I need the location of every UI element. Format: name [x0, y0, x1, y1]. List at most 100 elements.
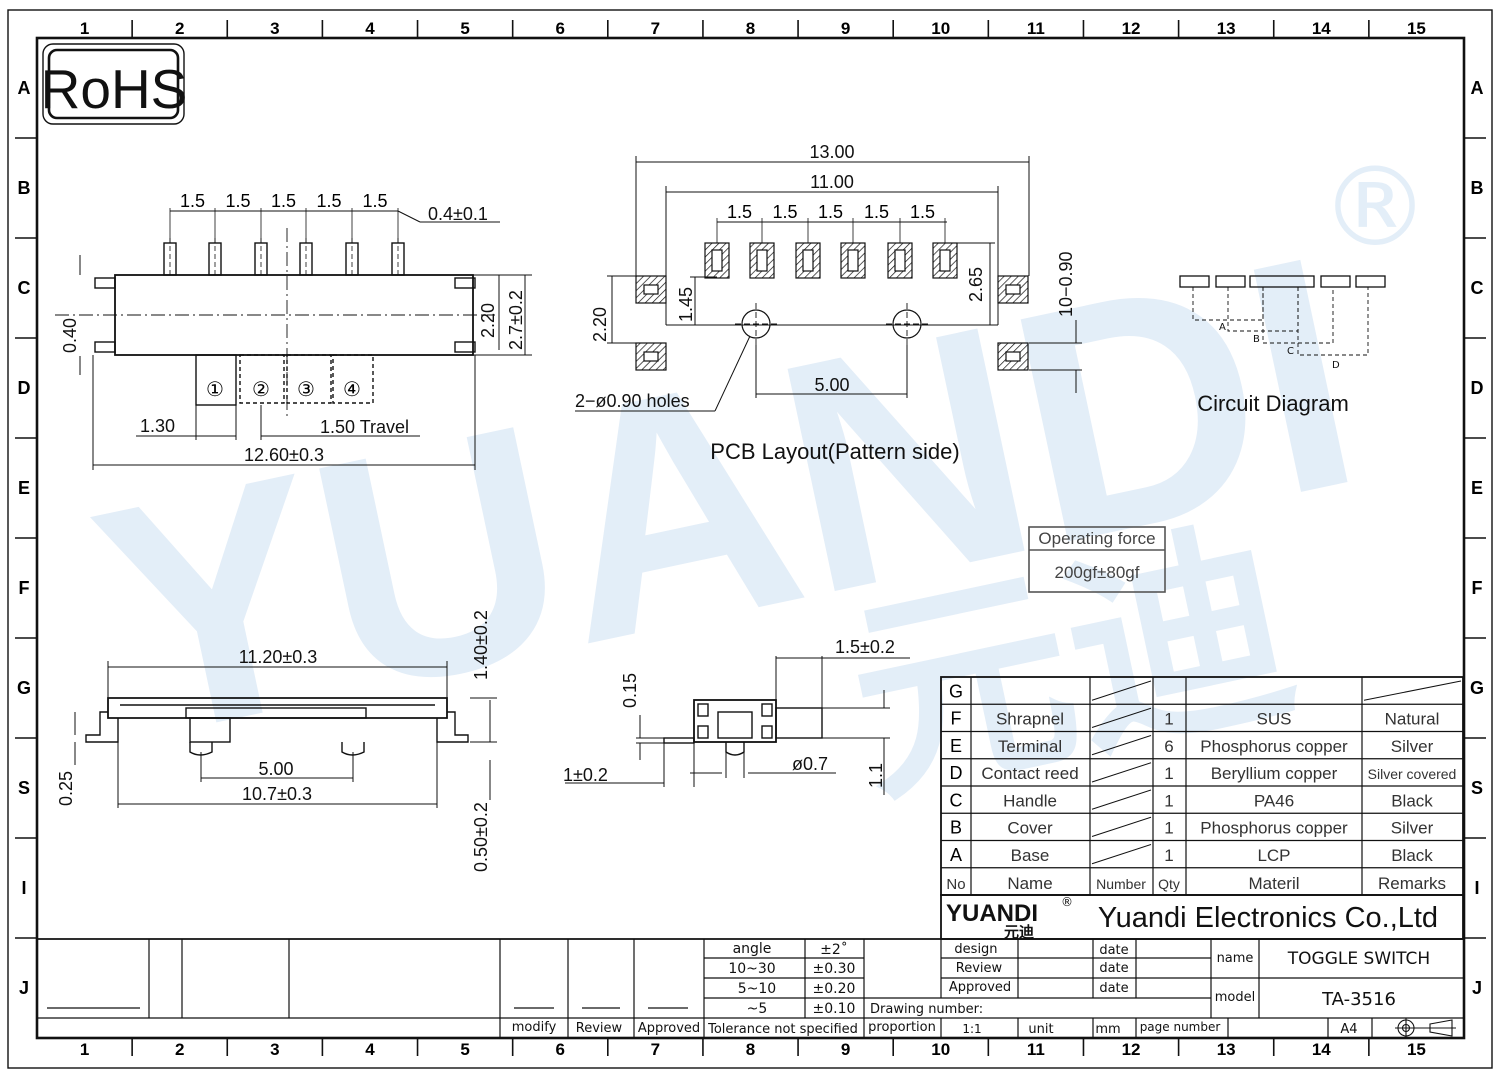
- tb-drawing-number: Drawing number:: [870, 1002, 983, 1017]
- grid-col-bottom: 5: [460, 1040, 469, 1059]
- grid-row-right: F: [1472, 578, 1483, 598]
- bom-number-slash: [1091, 735, 1152, 756]
- grid-row-left: F: [19, 578, 30, 598]
- grid-row-left: G: [17, 678, 31, 698]
- tb-angle-tol: ±2˚: [820, 941, 848, 958]
- pcb-w-inner: 11.00: [810, 172, 854, 192]
- position-marker: ③: [297, 377, 315, 401]
- circuit-letter-a: A: [1219, 322, 1226, 333]
- tb-date-2: date: [1099, 961, 1128, 976]
- projection-symbol: [1395, 1018, 1456, 1038]
- grid-labels: 1122334455667788991010111112121313141415…: [17, 19, 1484, 1059]
- bom-material: SUS: [1257, 710, 1292, 729]
- tb-proportion: proportion: [868, 1020, 936, 1035]
- grid-row-left: A: [18, 78, 31, 98]
- tb-review2: Review: [956, 961, 1003, 976]
- grid-col-top: 14: [1312, 19, 1331, 38]
- grid-row-right: B: [1471, 178, 1484, 198]
- grid-row-left: D: [18, 378, 31, 398]
- tb-r2-tol: ±0.20: [813, 981, 856, 997]
- tb-model-val: TA-3516: [1321, 989, 1396, 1010]
- bom-no: G: [949, 681, 963, 701]
- grid-col-bottom: 2: [175, 1040, 184, 1059]
- bom-header: Remarks: [1378, 874, 1446, 893]
- grid-col-top: 10: [931, 19, 950, 38]
- grid-row-left: B: [18, 178, 31, 198]
- bom-header: Materil: [1248, 874, 1299, 893]
- watermark-reg: ®: [1320, 143, 1430, 271]
- bom-material: Beryllium copper: [1211, 764, 1338, 783]
- bom-remark: Silver: [1391, 819, 1434, 838]
- bom-material: LCP: [1257, 846, 1290, 865]
- grid-col-top: 4: [365, 19, 375, 38]
- sv-t: 0.25: [56, 771, 76, 806]
- tb-name-val: TOGGLE SWITCH: [1287, 949, 1430, 969]
- pcb-layout: [575, 156, 1082, 412]
- bom-number-slash: [1091, 844, 1152, 865]
- bom-table-lines: [940, 676, 1464, 896]
- grid-row-right: A: [1471, 78, 1484, 98]
- tb-angle: angle: [733, 941, 772, 957]
- bom-header: No: [946, 876, 965, 893]
- grid-col-bottom: 15: [1407, 1040, 1426, 1059]
- grid-col-top: 7: [651, 19, 660, 38]
- ev-dia: ø0.7: [792, 754, 828, 774]
- tb-approved2: Approved: [949, 980, 1011, 995]
- pcb-pad-hole: [939, 249, 951, 272]
- bom-no: B: [950, 818, 962, 838]
- bom-no: D: [950, 763, 963, 783]
- bom-remark: Silver: [1391, 737, 1434, 756]
- tv-h2: 2.7±0.2: [506, 290, 526, 350]
- grid-row-right: J: [1472, 978, 1482, 998]
- pcb-h-left2: 1.45: [676, 287, 696, 322]
- rohs-mark: RoHS: [41, 43, 188, 125]
- title-block-lines: [37, 938, 1464, 1038]
- grid-row-right: G: [1470, 678, 1484, 698]
- grid-col-bottom: 14: [1312, 1040, 1331, 1059]
- sv-h1: 1.40±0.2: [471, 610, 491, 680]
- grid-row-right: E: [1471, 478, 1483, 498]
- tv-height-left: 0.40: [60, 318, 80, 353]
- tb-date-1: date: [1099, 943, 1128, 958]
- position-marker: ④: [343, 377, 361, 401]
- grid-row-right: S: [1471, 778, 1483, 798]
- bom-remark: Black: [1391, 791, 1433, 810]
- pitch-label: 1.5: [362, 191, 387, 211]
- grid-row-left: J: [19, 978, 29, 998]
- bom-name: Contact reed: [981, 764, 1078, 783]
- circuit-diagram: [1179, 275, 1386, 356]
- pcb-pitch-label: 1.5: [727, 202, 752, 222]
- bom-remark: Black: [1391, 846, 1433, 865]
- grid-row-left: I: [21, 878, 26, 898]
- grid-col-bottom: 9: [841, 1040, 850, 1059]
- bom-qty: 1: [1164, 791, 1173, 810]
- operating-force-box: [1028, 526, 1166, 593]
- grid-col-top: 15: [1407, 19, 1426, 38]
- bom-header: Number: [1096, 876, 1146, 892]
- bom-no: A: [950, 845, 962, 865]
- rohs-text: RoHS: [41, 58, 188, 120]
- force-label: Operating force: [1038, 529, 1155, 548]
- tb-unit: unit: [1028, 1022, 1053, 1037]
- bom-no: E: [950, 736, 962, 756]
- tb-tol-note: Tolerance not specified: [707, 1022, 858, 1037]
- bom-name: Cover: [1007, 819, 1053, 838]
- pcb-h-far: 10−0.90: [1056, 251, 1076, 317]
- grid-col-bottom: 11: [1027, 1040, 1045, 1059]
- tb-name-label: name: [1217, 951, 1254, 966]
- ev-t: 0.15: [620, 673, 640, 708]
- grid-col-bottom: 3: [270, 1040, 279, 1059]
- bom-number-slash: [1091, 707, 1152, 728]
- pcb-pitch-label: 1.5: [772, 202, 797, 222]
- bom-material: Phosphorus copper: [1200, 819, 1348, 838]
- tv-travel: 1.50 Travel: [320, 417, 409, 437]
- tb-scale: 1:1: [962, 1022, 981, 1036]
- grid-row-left: C: [18, 278, 31, 298]
- grid-col-bottom: 12: [1122, 1040, 1141, 1059]
- tb-date-3: date: [1099, 981, 1128, 996]
- bom-remark: Silver covered: [1368, 766, 1457, 782]
- bom-material: Phosphorus copper: [1200, 737, 1348, 756]
- pcb-pad-hole: [894, 249, 906, 272]
